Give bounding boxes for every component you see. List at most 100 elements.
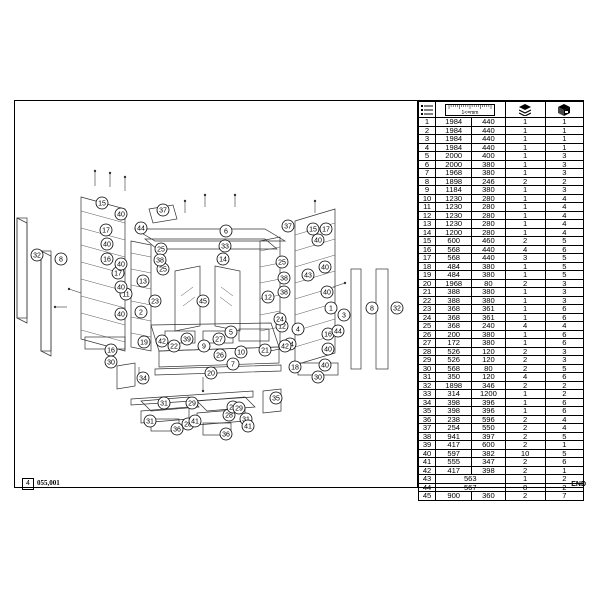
callout-circle: [219, 427, 233, 441]
part-box: 2: [544, 389, 585, 399]
part-box: 3: [544, 151, 585, 161]
part-width: 596: [471, 414, 506, 424]
part-width: 550: [471, 423, 506, 433]
part-box: 3: [544, 287, 585, 297]
callout-circle: [99, 223, 113, 237]
callout-24: 24: [273, 312, 287, 326]
part-layer: 1: [504, 193, 546, 203]
callout-circle: [167, 339, 181, 353]
part-number: 30: [417, 363, 437, 373]
part-layer: 2: [504, 176, 546, 186]
part-layer: 2: [504, 431, 546, 441]
part-layer: 2: [504, 440, 546, 450]
part-layer: 1: [504, 159, 546, 169]
callout-37: 37: [281, 219, 295, 233]
callout-circle: [143, 414, 157, 428]
part-number: 31: [417, 372, 437, 382]
part-layer: 2: [504, 380, 546, 390]
callout-label: 30: [107, 360, 115, 367]
callout-37: 37: [156, 203, 170, 217]
part-number: 43: [417, 474, 437, 484]
callout-label: 5: [229, 330, 233, 337]
part-width: 440: [471, 134, 506, 144]
callout-26: 26: [213, 348, 227, 362]
part-layer: 1: [504, 261, 546, 271]
part-layer: 4: [504, 244, 546, 254]
part-number: 34: [417, 397, 437, 407]
callout-40: 40: [114, 280, 128, 294]
callout-label: 7: [231, 362, 235, 369]
part-box: 1: [544, 465, 585, 475]
callout-label: 36: [222, 432, 230, 439]
callout-40: 40: [320, 285, 334, 299]
callout-label: 39: [183, 337, 191, 344]
part-length: 568: [435, 244, 473, 254]
part-length: 600: [435, 236, 473, 246]
callout-25: 25: [275, 255, 289, 269]
part-box: 4: [544, 414, 585, 424]
guide-line: [80, 210, 126, 224]
part-box: 6: [544, 312, 585, 322]
guide-line: [80, 295, 126, 309]
callout-circle: [100, 237, 114, 251]
part-length: 1230: [435, 219, 473, 229]
part-length: 526: [435, 346, 473, 356]
callout-label: 40: [103, 242, 111, 249]
part-length: 388: [435, 295, 473, 305]
part-width: 380: [471, 338, 506, 348]
callout-31: 31: [143, 414, 157, 428]
part-number: 38: [417, 431, 437, 441]
callout-label: 3: [342, 313, 346, 320]
arrow-head: [108, 171, 112, 175]
part-length: 398: [435, 406, 473, 416]
part-number: 37: [417, 423, 437, 433]
part-length: 2000: [435, 159, 473, 169]
parts-table-header: 1<=mm: [417, 101, 585, 118]
part-layer: 1: [504, 474, 546, 484]
part-width: 280: [471, 210, 506, 220]
callout-label: 21: [261, 348, 269, 355]
callout-label: 10: [237, 350, 245, 357]
callout-label: 45: [199, 299, 207, 306]
callout-circle: [241, 419, 255, 433]
callout-label: 23: [151, 299, 159, 306]
callout-17: 17: [99, 223, 113, 237]
arrow-line: [332, 282, 346, 288]
part-layer: 1: [504, 210, 546, 220]
callout-label: 2: [139, 310, 143, 317]
part-length: 1984: [435, 125, 473, 135]
part-box: 5: [544, 253, 585, 263]
part-width: 398: [471, 465, 506, 475]
part-layer: 2: [504, 465, 546, 475]
callout-2: 2: [134, 305, 148, 319]
left-tower: [80, 196, 126, 352]
part-layer: 2: [504, 355, 546, 365]
part-width: 346: [471, 380, 506, 390]
callout-circle: [311, 370, 325, 384]
part-number: 7: [417, 168, 437, 178]
callout-label: 40: [117, 212, 125, 219]
part-length: 1230: [435, 193, 473, 203]
callout-circle: [232, 401, 246, 415]
side-panel: [16, 217, 28, 319]
part-length: 172: [435, 338, 473, 348]
part-layer: 2: [504, 457, 546, 467]
part-width: 80: [471, 278, 506, 288]
part-number: 44: [417, 482, 437, 492]
part-length: 1184: [435, 185, 473, 195]
callout-label: 28: [184, 422, 192, 429]
callout-label: 18: [291, 365, 299, 372]
part-width: 360: [471, 491, 506, 501]
part-number: 40: [417, 448, 437, 458]
part-number: 32: [417, 380, 437, 390]
callout-label: 31: [146, 419, 154, 426]
